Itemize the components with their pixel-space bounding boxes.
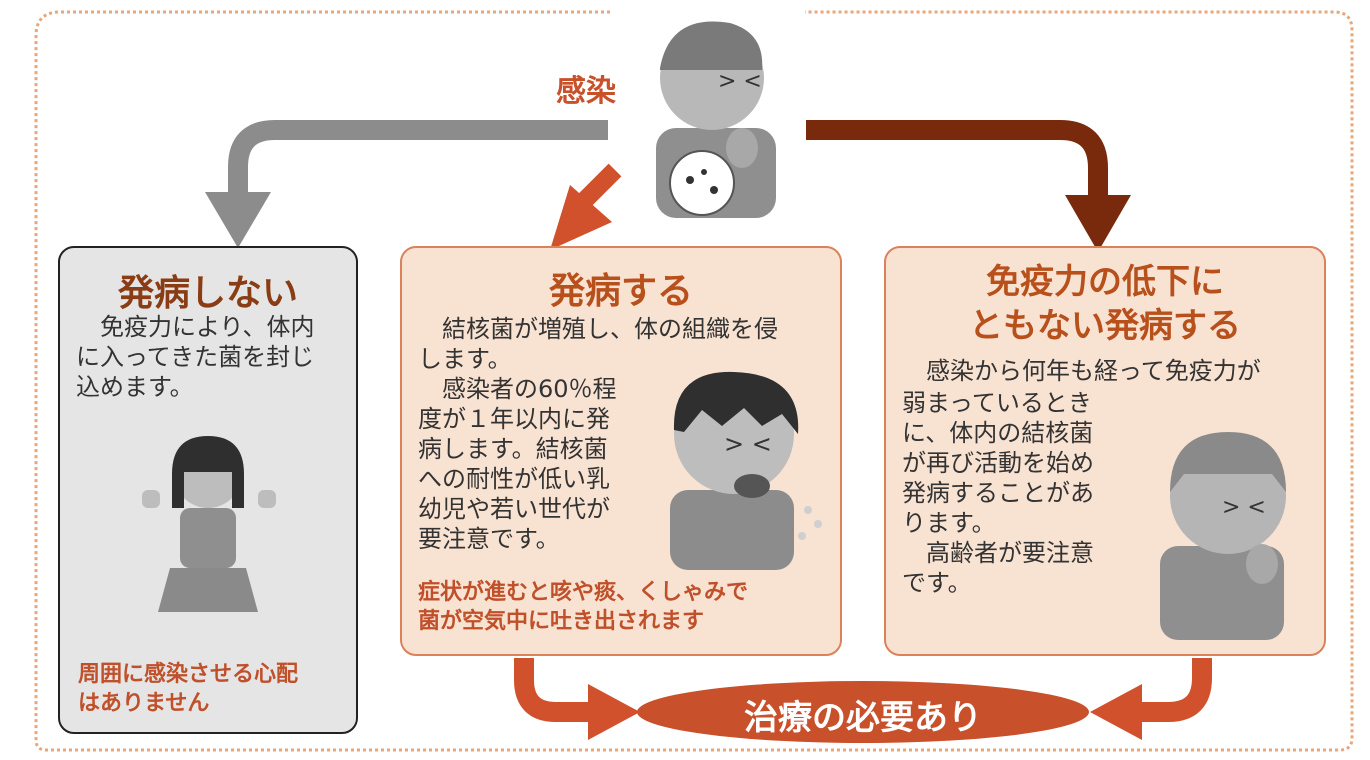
late-onset-text-top: 感染から何年も経って免疫力が [902, 357, 1261, 385]
coughing-man-illustration: > < [656, 21, 776, 218]
orange-arrowhead [550, 185, 612, 250]
infection-label: 感染 [556, 74, 616, 109]
orange-arrow [578, 163, 622, 207]
happy-girl-illustration [142, 436, 276, 612]
no-onset-note: 周囲に感染させる心配 はありません [78, 662, 299, 716]
bottom-right-arrow [1140, 658, 1212, 722]
svg-text:> <: > < [1222, 495, 1266, 520]
treatment-ellipse [637, 681, 1089, 743]
late-onset-text-side: 弱まっているとき に、体内の結核菌 が再び活動を始め 発病することがあ ります。… [902, 389, 1094, 597]
onset-title: 発病する [548, 271, 693, 312]
coughing-boy-illustration: > < [670, 371, 822, 570]
no-onset-text: 免疫力により、体内 に入ってきた菌を封じ 込めます。 [76, 313, 315, 401]
svg-text:> <: > < [724, 430, 772, 458]
dark-arrowhead [1065, 195, 1131, 252]
no-onset-box: 発病しない 免疫力により、体内 に入ってきた菌を封じ 込めます。 周囲に感染させ… [58, 246, 358, 734]
bottom-right-arrowhead [1090, 684, 1142, 740]
late-onset-box: 免疫力の低下に ともない発病する 感染から何年も経って免疫力が 弱まっているとき… [884, 246, 1326, 656]
no-onset-title: 発病しない [117, 273, 298, 314]
gray-arrow [228, 120, 608, 195]
onset-text-top: 結核菌が増殖し、体の組織を侵 します。 [418, 315, 778, 373]
coughing-elderly-illustration: > < [1160, 432, 1286, 640]
onset-box: 発病する 結核菌が増殖し、体の組織を侵 します。 感染者の60％程 度が１年以内… [400, 246, 842, 656]
treatment-label: 治療の必要あり [744, 698, 982, 738]
dark-arrow [806, 120, 1108, 198]
onset-note: 症状が進むと咳や痰、くしゃみで 菌が空気中に吐き出されます [418, 580, 749, 634]
onset-text-side: 感染者の60％程 度が１年以内に発 病します。結核菌 への耐性が低い乳 幼児や若… [418, 375, 617, 553]
bottom-left-arrow [514, 658, 590, 722]
bottom-left-arrowhead [588, 684, 640, 740]
svg-text:> <: > < [718, 69, 762, 94]
gray-arrowhead [205, 192, 271, 248]
late-onset-title: 免疫力の低下に ともない発病する [969, 262, 1241, 346]
